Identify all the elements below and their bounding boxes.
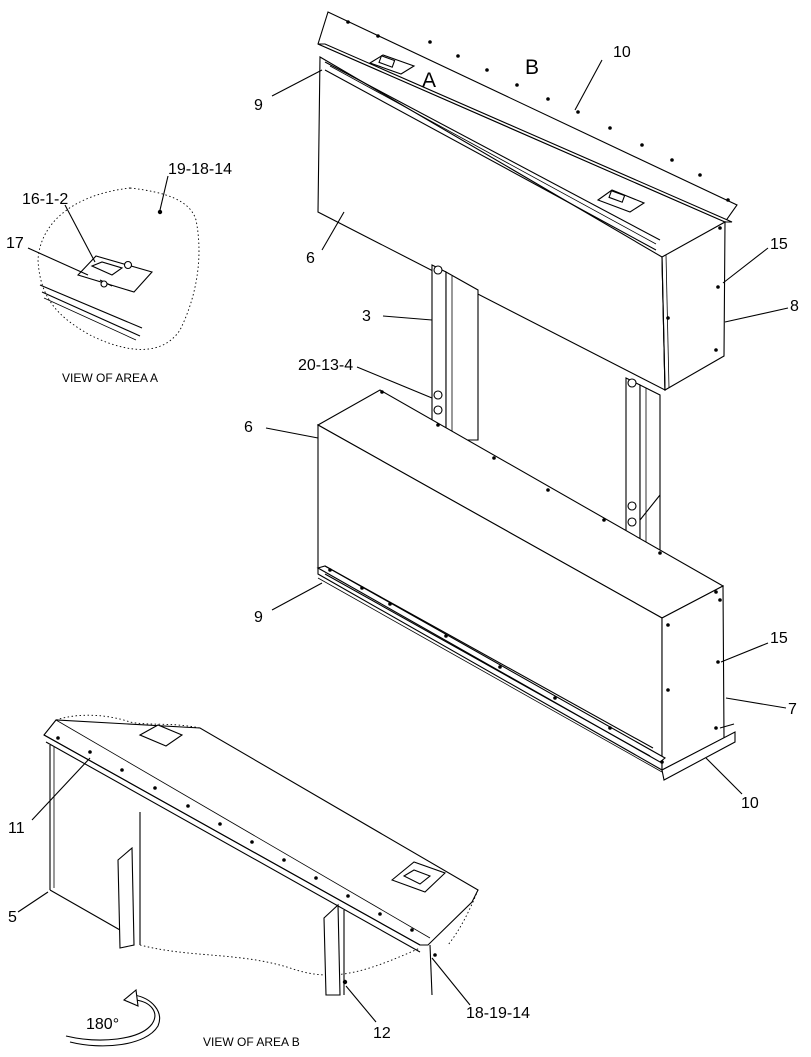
rotation-arrow-icon xyxy=(65,988,160,1047)
callout-9-upper: 9 xyxy=(254,97,263,114)
upper-top-bolts xyxy=(346,20,730,202)
callout-19-18-14: 19-18-14 xyxy=(168,161,232,178)
callout-20-13-4: 20-13-4 xyxy=(298,357,353,374)
lower-flange-bolts xyxy=(328,568,664,764)
area-b-bolts xyxy=(56,736,437,985)
callout-5: 5 xyxy=(8,909,17,926)
callout-16-1-2: 16-1-2 xyxy=(22,191,68,208)
callout-15-lower: 15 xyxy=(770,630,788,647)
view-of-area-b xyxy=(43,714,479,996)
callout-10-upper: 10 xyxy=(613,44,631,61)
rotation-label: 180° xyxy=(86,1016,119,1033)
callout-9-lower: 9 xyxy=(254,609,263,626)
callout-8: 8 xyxy=(790,298,799,315)
lower-box xyxy=(316,389,736,781)
section-letter-b: B xyxy=(525,56,539,79)
caption-view-of-area-a: VIEW OF AREA A xyxy=(62,371,158,385)
callout-7: 7 xyxy=(788,701,797,718)
callout-6-upper: 6 xyxy=(306,250,315,267)
callout-11: 11 xyxy=(8,820,25,837)
caption-view-of-area-b: VIEW OF AREA B xyxy=(203,1035,300,1049)
labels: A B 10 9 6 15 8 3 20-13-4 6 9 15 7 10 19… xyxy=(6,44,799,1049)
callout-6-lower: 6 xyxy=(244,419,253,436)
callout-15-upper: 15 xyxy=(770,236,788,253)
section-letter-a: A xyxy=(422,69,436,92)
upper-box xyxy=(317,11,738,391)
support-posts xyxy=(431,264,661,556)
callout-17: 17 xyxy=(6,235,24,252)
upper-latch-left xyxy=(368,54,416,75)
view-of-area-a xyxy=(37,187,200,350)
callout-3: 3 xyxy=(362,308,371,325)
callout-12: 12 xyxy=(373,1025,391,1042)
upper-latch-right xyxy=(596,189,646,213)
leader-lines xyxy=(17,59,789,1023)
lower-top-bolts xyxy=(380,390,718,594)
callout-10-lower: 10 xyxy=(741,795,759,812)
callout-18-19-14: 18-19-14 xyxy=(466,1005,530,1022)
